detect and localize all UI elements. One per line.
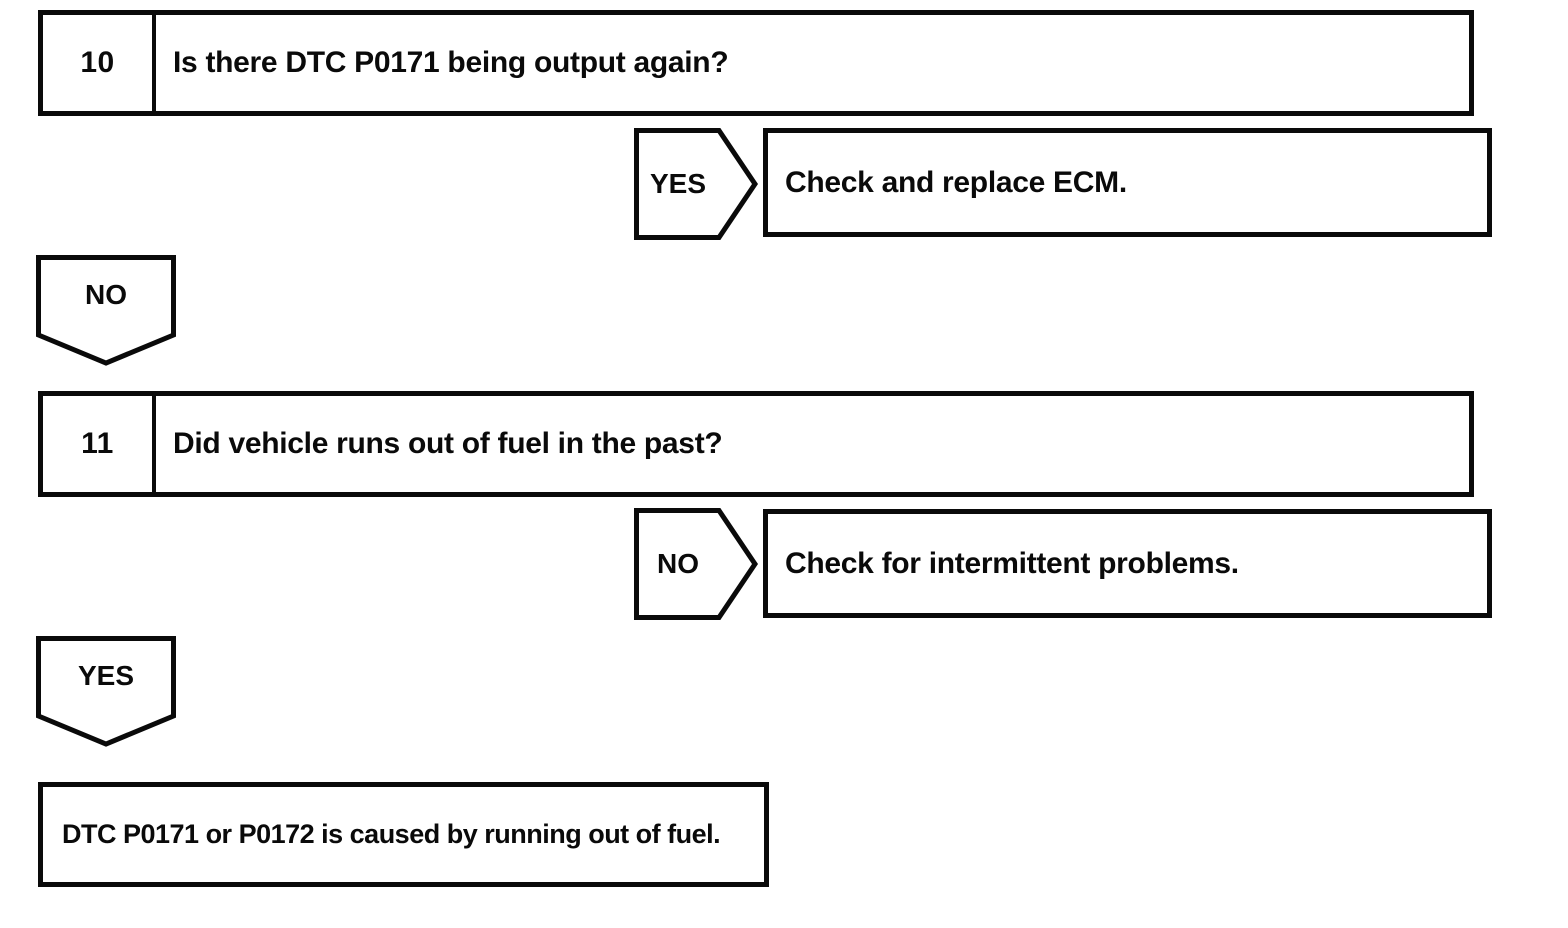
step-10-yes-action-box: Check and replace ECM.: [763, 128, 1492, 237]
step-11-number: 11: [43, 396, 156, 492]
step-10-question-text: Is there DTC P0171 being output again?: [173, 46, 729, 79]
step-11-no-label: NO: [657, 548, 699, 579]
step-11-question-box: 11 Did vehicle runs out of fuel in the p…: [38, 391, 1474, 497]
right-arrow-pentagon-shape: [634, 128, 758, 240]
down-arrow-pentagon-shape: [36, 255, 176, 366]
step-10-yes-label: YES: [649, 168, 707, 199]
step-10-number: 10: [43, 15, 156, 111]
step-10-no-label: NO: [85, 279, 127, 310]
step-10-yes-branch-tag: YES: [634, 128, 758, 240]
step-10-question-box: 10 Is there DTC P0171 being output again…: [38, 10, 1474, 116]
down-arrow-pentagon-shape: [36, 636, 176, 747]
result-text: DTC P0171 or P0172 is caused by running …: [62, 818, 721, 849]
down-arrow-pentagon-outline: [36, 636, 176, 747]
right-arrow-pentagon-outline: [634, 128, 758, 240]
step-11-yes-continue-tag: YES: [36, 636, 176, 748]
down-arrow-pentagon-outline: [36, 255, 176, 366]
result-box: DTC P0171 or P0172 is caused by running …: [38, 782, 769, 887]
step-11-question-text: Did vehicle runs out of fuel in the past…: [173, 427, 723, 460]
step-11-no-branch-tag: NO: [634, 508, 758, 620]
right-arrow-pentagon-shape: [634, 508, 758, 620]
step-10-no-continue-tag: NO: [36, 255, 176, 367]
step-11-yes-label: YES: [77, 660, 135, 691]
step-11-no-action-box: Check for intermittent problems.: [763, 509, 1492, 618]
right-arrow-pentagon-outline: [634, 508, 758, 620]
